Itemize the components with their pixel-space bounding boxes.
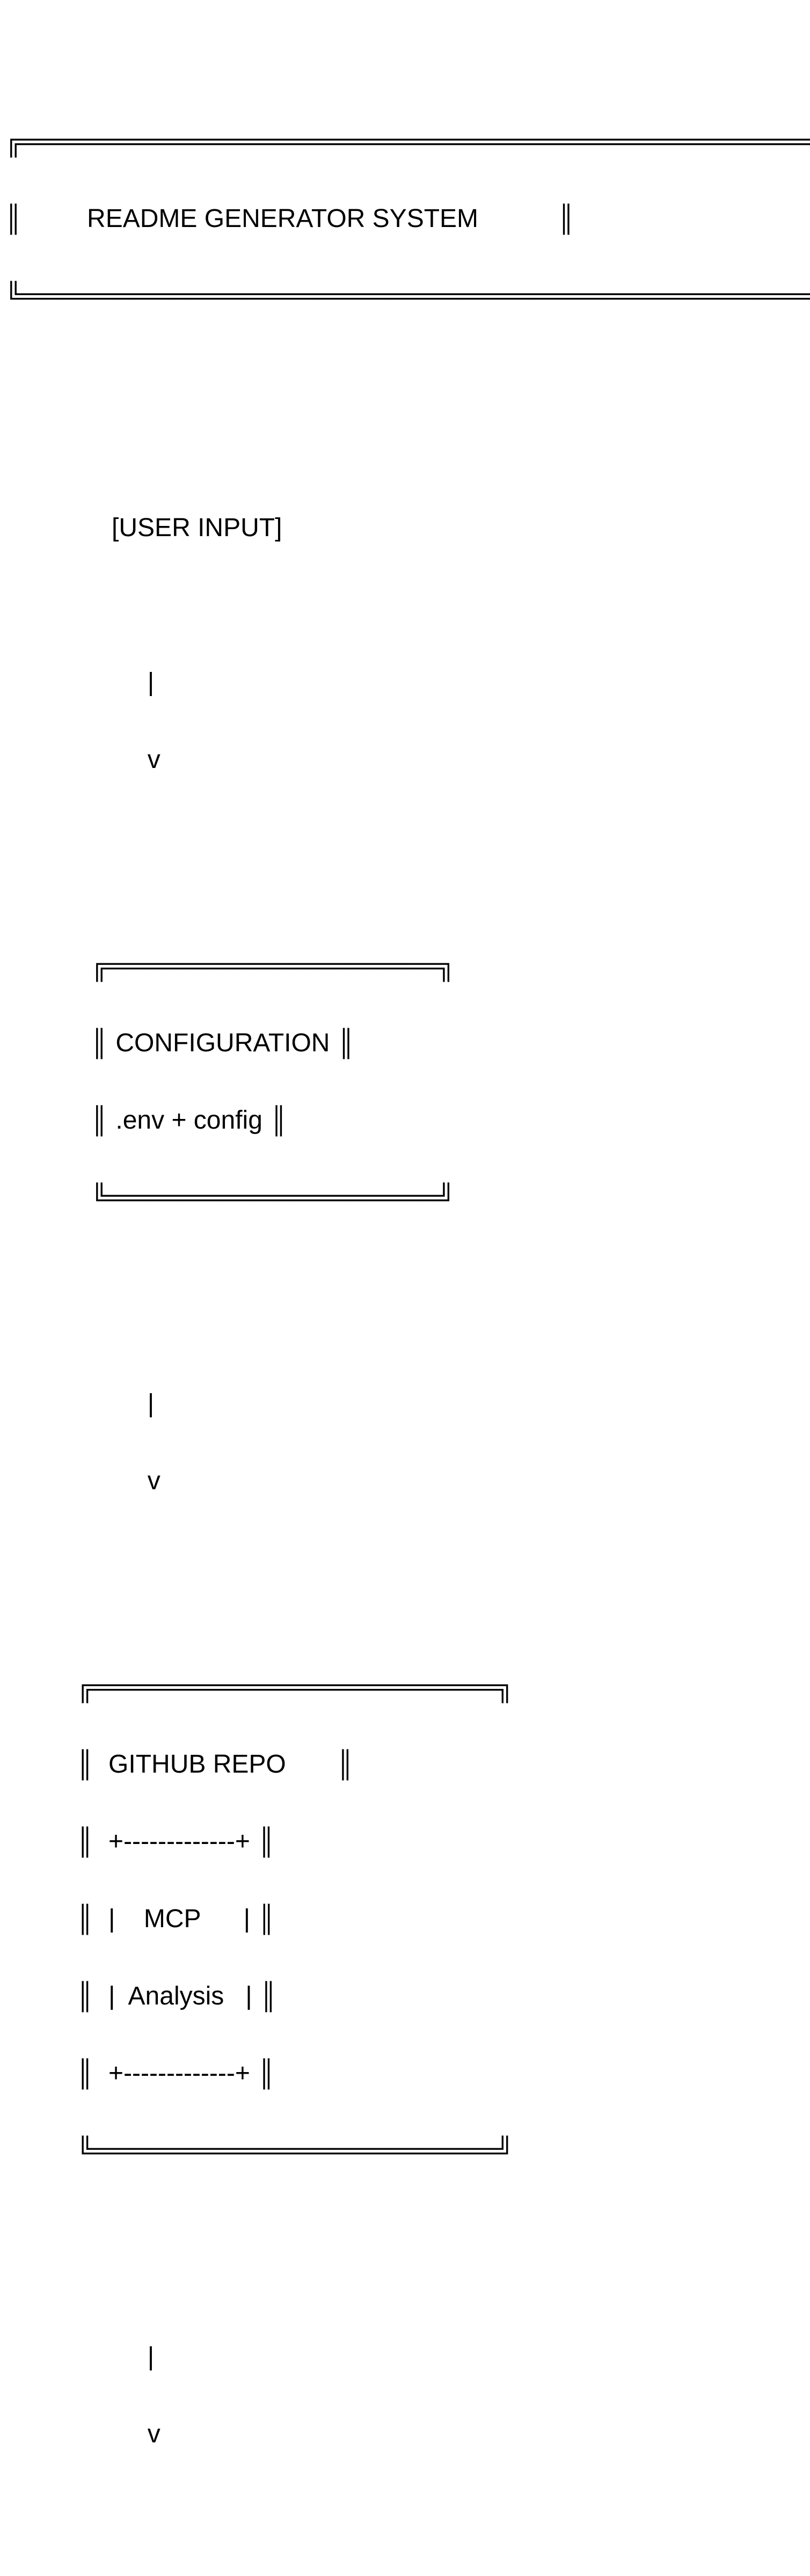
connector-configuration-github: | v xyxy=(4,1340,810,1546)
connector-userinput-configuration: | v xyxy=(4,618,810,824)
flow-line: | xyxy=(4,1389,155,1418)
title-box-border-bottom: ╚═══════════════════════════════════════… xyxy=(4,282,810,310)
github-label-line: ║ GITHUB REPO ║ xyxy=(4,1750,355,1779)
configuration-box-border-bottom: ╚══════════════════╝ xyxy=(4,1183,456,1212)
flow-line: | xyxy=(4,2343,155,2371)
github-box-border-top: ╔══════════════════════╗ xyxy=(4,1673,514,1701)
analysis-label-line: ║ | Analysis | ║ xyxy=(4,1982,278,2010)
down-arrow-icon: v xyxy=(4,745,160,774)
down-arrow-icon: v xyxy=(4,2420,160,2448)
down-arrow-icon: v xyxy=(4,1467,160,1495)
mcp-box-border-bottom: ║ +-------------+ ║ xyxy=(4,2059,276,2088)
title-box: ╔═══════════════════════════════════════… xyxy=(4,77,810,361)
configuration-label-line: ║ CONFIGURATION ║ xyxy=(4,1029,355,1057)
mcp-box-border-top: ║ +-------------+ ║ xyxy=(4,1827,276,1856)
configuration-box-border-top: ╔══════════════════╗ xyxy=(4,952,456,980)
configuration-sublabel-line: ║ .env + config ║ xyxy=(4,1106,288,1135)
connector-github-agentpipeline: | v xyxy=(4,2293,810,2499)
user-input-label: [USER INPUT] xyxy=(4,514,282,542)
flow-line: | xyxy=(4,668,155,697)
github-box-border-bottom: ╚══════════════════════╝ xyxy=(4,2136,514,2165)
github-repo-box: ╔══════════════════════╗ ║ GITHUB REPO ║… xyxy=(4,1623,810,2215)
title-text-line: ║ README GENERATOR SYSTEM ║ xyxy=(4,204,575,233)
spacer-line xyxy=(4,438,810,464)
configuration-box: ╔══════════════════╗ ║ CONFIGURATION ║ ║… xyxy=(4,902,810,1262)
mcp-label-line: ║ | MCP | ║ xyxy=(4,1905,276,1933)
title-box-border-top: ╔═══════════════════════════════════════… xyxy=(4,127,810,156)
